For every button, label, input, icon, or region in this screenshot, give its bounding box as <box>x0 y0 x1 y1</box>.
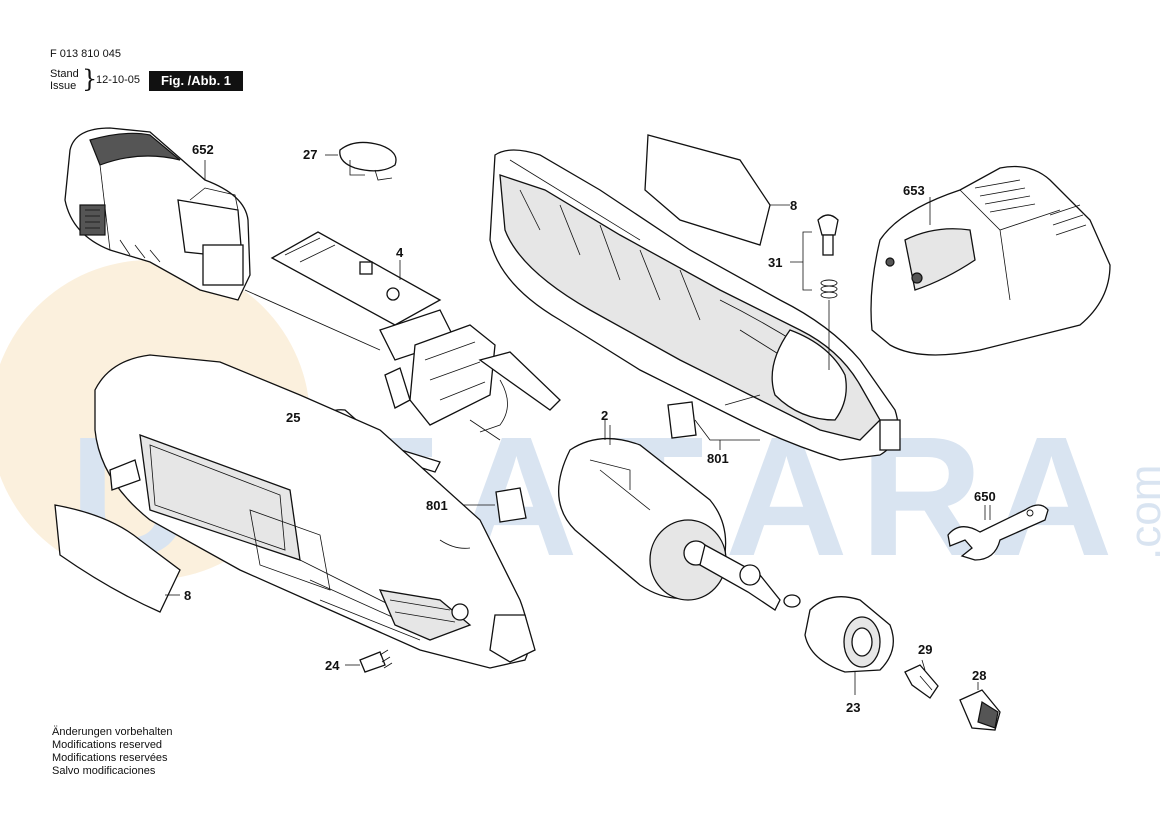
part-label-4: 4 <box>396 245 404 260</box>
part-label-24: 24 <box>325 658 340 673</box>
issue-label: Issue <box>50 80 77 92</box>
part-label-801-left: 801 <box>426 498 448 513</box>
part-label-8-top: 8 <box>790 198 797 213</box>
charger-653 <box>870 165 1111 356</box>
note-german: Änderungen vorbehalten <box>52 726 173 738</box>
issue-date: 12-10-05 <box>96 74 141 86</box>
cap-23 <box>804 596 894 695</box>
part-label-23: 23 <box>846 700 860 715</box>
collet-29 <box>904 659 939 699</box>
part-label-25: 25 <box>286 410 300 425</box>
brace-glyph: } <box>82 65 98 93</box>
cover-sheet-8-bottom <box>54 504 181 613</box>
screw-24 <box>345 649 393 673</box>
note-english: Modifications reserved <box>52 739 163 751</box>
switch-cap-27 <box>339 141 397 181</box>
motor-2 <box>558 425 801 611</box>
part-label-653: 653 <box>903 183 925 198</box>
watermark-suffix: .com <box>1121 465 1169 560</box>
figure-label: Fig. /Abb. 1 <box>149 71 243 91</box>
cover-sheet-8-top <box>644 134 790 246</box>
electronics-module-4 <box>270 231 561 441</box>
part-label-801-right: 801 <box>707 451 729 466</box>
part-label-27: 27 <box>303 147 317 162</box>
note-french: Modifications reservées <box>52 752 168 764</box>
part-label-650: 650 <box>974 489 996 504</box>
wrench-650 <box>947 504 1049 561</box>
housing-half-lower <box>94 354 536 669</box>
part-label-28: 28 <box>972 668 986 683</box>
collet-nut-28 <box>959 682 1001 731</box>
battery-pack-652 <box>64 127 251 301</box>
part-labels: 652 27 4 8 653 31 25 2 801 801 650 8 24 … <box>184 142 996 715</box>
part-label-2: 2 <box>601 408 608 423</box>
note-spanish: Salvo modificaciones <box>52 765 156 777</box>
leader-lines <box>204 154 991 520</box>
part-label-652: 652 <box>192 142 214 157</box>
part-label-8-bottom: 8 <box>184 588 191 603</box>
screw-spring-31 <box>790 214 839 370</box>
document-number: F 013 810 045 <box>50 48 121 60</box>
housing-half-upper <box>489 149 901 461</box>
stand-label: Stand <box>50 68 79 80</box>
part-label-29: 29 <box>918 642 932 657</box>
part-label-31: 31 <box>768 255 782 270</box>
watermark-letter: A <box>990 402 1113 592</box>
